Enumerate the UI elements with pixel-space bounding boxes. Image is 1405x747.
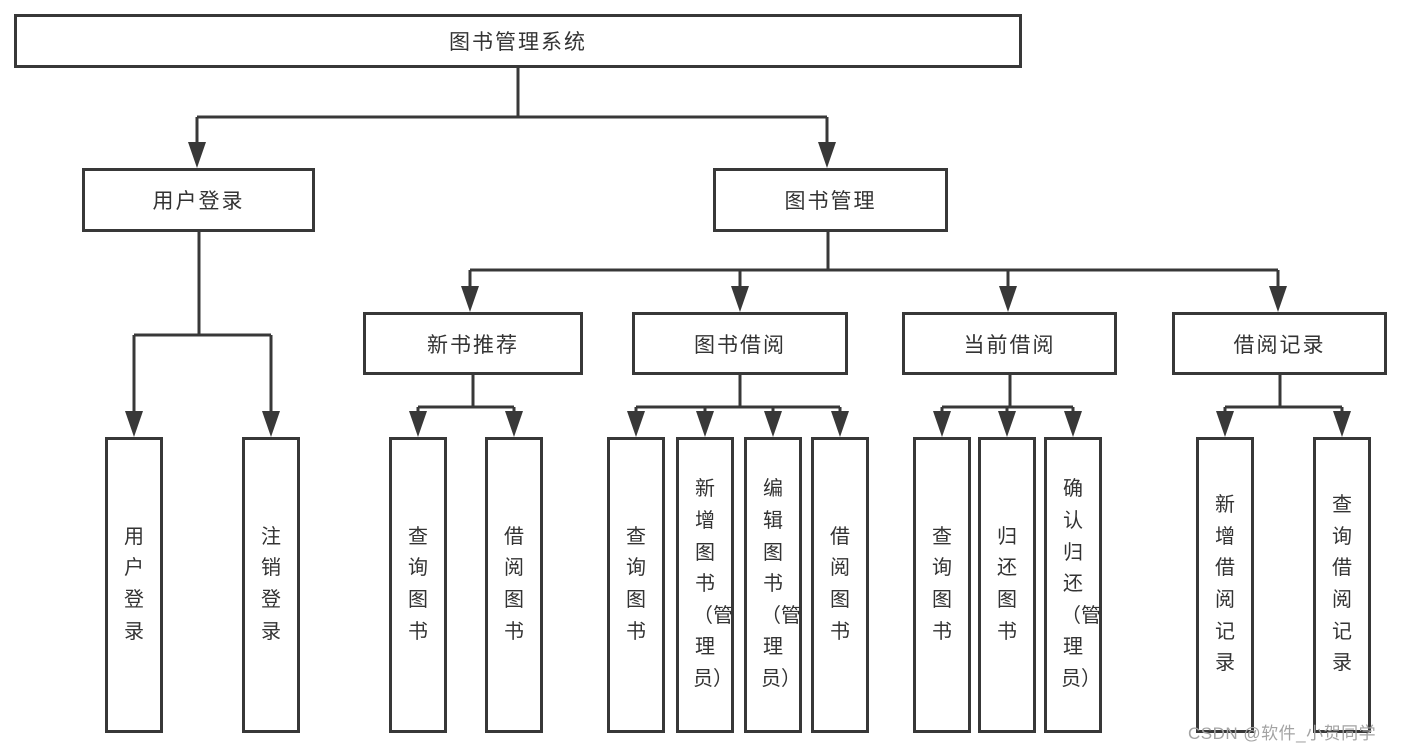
connector-userlogin-to-leaves (132, 231, 273, 417)
node-root-system: 图书管理系统 (14, 14, 1022, 68)
leaf-return-books-label: 归还图书 (997, 525, 1017, 643)
leaf-add-books-admin: 新增图书（管理员） (676, 437, 734, 733)
node-book-borrow: 图书借阅 (632, 312, 848, 375)
node-borrow-records-label: 借阅记录 (1233, 333, 1326, 357)
leaf-confirm-return-admin: 确认归还（管理员） (1044, 437, 1102, 733)
leaf-borrow-books: 借阅图书 (811, 437, 869, 733)
leaf-query-books-borrow-label: 查询图书 (626, 525, 646, 643)
leaf-borrow-books-label: 借阅图书 (830, 525, 850, 643)
leaf-edit-books-admin-label: 编辑图书（管理员） (761, 478, 801, 690)
leaf-add-books-admin-label: 新增图书（管理员） (693, 478, 733, 690)
connector-borrowrecords-to-leaves (1223, 374, 1344, 417)
node-book-borrow-label: 图书借阅 (694, 333, 786, 357)
connector-bookborrow-to-leaves (634, 374, 842, 417)
node-borrow-records: 借阅记录 (1172, 312, 1387, 375)
leaf-query-books-borrow: 查询图书 (607, 437, 665, 733)
node-current-borrow-label: 当前借阅 (963, 333, 1056, 357)
leaf-query-borrow-record-label: 查询借阅记录 (1332, 494, 1352, 675)
node-root-label: 图书管理系统 (449, 31, 587, 54)
leaf-logout-label: 注销登录 (261, 525, 281, 643)
leaf-query-books-recommend-label: 查询图书 (408, 525, 428, 643)
node-book-management-label: 图书管理 (784, 190, 877, 213)
node-book-management: 图书管理 (713, 168, 948, 232)
leaf-confirm-return-admin-label: 确认归还（管理员） (1061, 478, 1101, 690)
watermark: CSDN @软件_小贺同学 (1188, 724, 1377, 743)
leaf-query-books-recommend: 查询图书 (389, 437, 447, 733)
arrowheads (125, 142, 1351, 437)
node-new-book-recommend: 新书推荐 (363, 312, 583, 375)
connector-currentborrow-to-leaves (940, 374, 1075, 417)
node-user-login-label: 用户登录 (152, 190, 245, 213)
leaf-logout: 注销登录 (242, 437, 300, 733)
leaf-borrow-books-recommend: 借阅图书 (485, 437, 543, 733)
node-user-login: 用户登录 (82, 168, 315, 232)
connector-root-to-level2 (195, 66, 829, 148)
node-current-borrow: 当前借阅 (902, 312, 1117, 375)
connector-newbooks-to-leaves (416, 374, 516, 417)
leaf-add-borrow-record-label: 新增借阅记录 (1215, 494, 1235, 675)
leaf-edit-books-admin: 编辑图书（管理员） (744, 437, 802, 733)
connector-bookmgmt-to-level3 (468, 231, 1280, 292)
leaf-add-borrow-record: 新增借阅记录 (1196, 437, 1254, 733)
leaf-user-login: 用户登录 (105, 437, 163, 733)
leaf-return-books: 归还图书 (978, 437, 1036, 733)
node-new-book-recommend-label: 新书推荐 (427, 333, 519, 357)
leaf-query-books-current-label: 查询图书 (932, 525, 952, 643)
leaf-query-borrow-record: 查询借阅记录 (1313, 437, 1371, 733)
leaf-borrow-books-recommend-label: 借阅图书 (504, 525, 524, 643)
leaf-user-login-label: 用户登录 (124, 525, 144, 643)
leaf-query-books-current: 查询图书 (913, 437, 971, 733)
